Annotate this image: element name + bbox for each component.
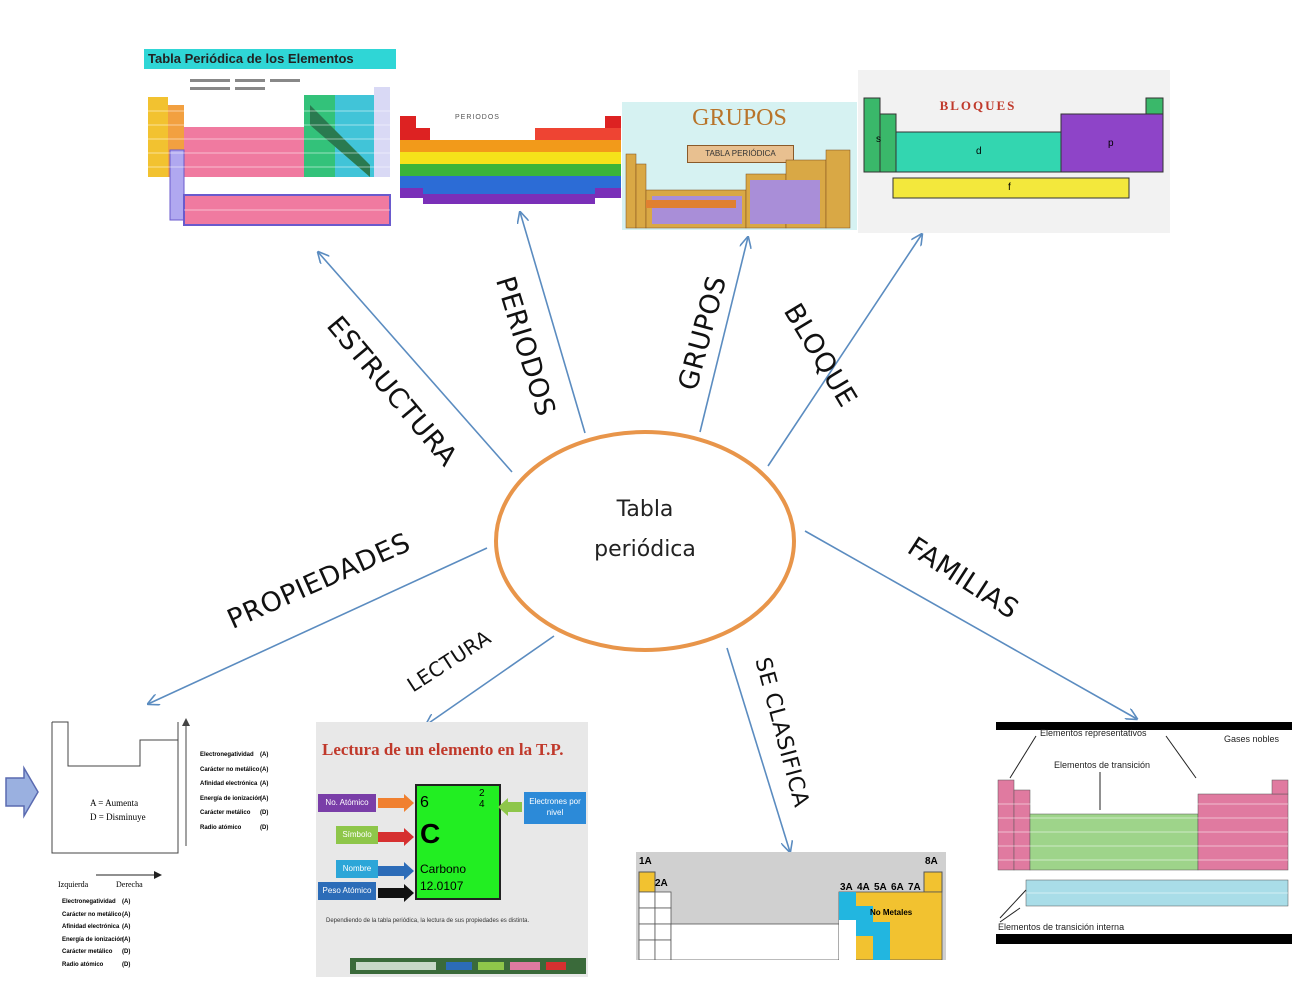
clasifica-5a: 5A [874,882,887,893]
clasifica-4a: 4A [857,882,870,893]
lectura-title: Lectura de un elemento en la T.P. [322,740,564,759]
arrow-lectura [426,635,555,725]
propiedades-list-bottom: Electronegatividad (A) Carácter no metál… [62,896,131,971]
lectura-element-box [415,784,501,900]
propiedades-aumenta: A = Aumenta [90,798,139,808]
arrow-se-clasifica [726,647,790,852]
arrow-grupos [699,237,748,433]
bloques-label-p: p [1108,138,1114,149]
arrow-bloque [767,234,922,467]
lectura-no-atomico: No. Atómico [318,794,376,812]
center-label-line1: Tabla [616,497,674,522]
bloques-image: BLOQUES s d p f [858,70,1170,233]
propiedades-list-right: Electronegatividad (A) Carácter no metál… [200,748,269,835]
center-label-line2: periódica [594,537,696,562]
familias-gases-nobles: Gases nobles [1224,734,1280,744]
estructura-table-graphic [148,79,391,226]
lectura-sym: C [420,818,441,849]
prop-right-row: Radio atómico (D) [200,824,269,831]
familias-table-graphic [996,722,1292,944]
prop-bottom-row: Afinidad electrónica (A) [62,924,131,930]
familias-transicion-interna: Elementos de transición interna [998,922,1125,932]
grupos-subtitle: TABLA PERIÓDICA [687,145,794,163]
periodos-table-graphic [400,116,621,204]
propiedades-disminuye: D = Disminuye [90,812,146,822]
prop-bottom-row: Electronegatividad (A) [62,899,131,905]
arrow-periodos [520,212,586,434]
prop-right-row: Carácter metálico (D) [200,810,269,816]
bloques-table-graphic [863,97,1164,199]
estructura-image: Tabla Periódica de los Elementos [140,45,400,230]
arrow-familias [804,530,1137,719]
lectura-num: 6 [420,794,429,811]
propiedades-image: A = Aumenta D = Disminuye Izquierda Dere… [0,710,290,982]
propiedades-izquierda: Izquierda [58,880,89,889]
clasifica-2a: 2A [655,878,668,889]
prop-bottom-row: Energía de ionización (A) [62,936,131,943]
grupos-table-graphic [625,149,851,229]
prop-right-row: Carácter no metálico (A) [200,766,269,773]
prop-right-row: Electronegatividad (A) [200,752,269,758]
lectura-caption: Dependiendo de la tabla periódica, la le… [326,918,530,924]
lectura-name: Carbono [420,862,467,876]
center-ellipse [494,430,796,652]
bloques-title: BLOQUES [939,98,1017,113]
clasifica-image: 1A 2A 3A 4A 5A 6A 7A 8A No Metales [636,852,946,960]
clasifica-no-metales: No Metales [870,908,913,917]
estructura-title: Tabla Periódica de los Elementos [144,49,396,69]
clasifica-7a: 7A [908,882,921,893]
grupos-image: GRUPOS TABLA PERIÓDICA [622,102,857,230]
clasifica-1a: 1A [639,856,652,867]
periodos-image: PERIODOS [395,88,625,206]
lectura-weight: 12.0107 [420,879,464,893]
lectura-nombre: Nombre [336,860,378,878]
bloques-label-d: d [976,146,982,157]
clasifica-table-graphic [638,871,943,960]
arrow-estructura [318,252,513,473]
arrow-propiedades [148,547,488,704]
clasifica-6a: 6A [891,882,904,893]
prop-bottom-row: Radio atómico (D) [62,961,131,968]
lectura-levels: 2 4 [479,788,485,810]
lectura-peso: Peso Atómico [318,882,376,900]
prop-bottom-row: Carácter no metálico (A) [62,911,131,918]
grupos-title: GRUPOS [692,105,787,131]
clasifica-3a: 3A [840,882,853,893]
familias-representativos: Elementos representativos [1040,728,1147,738]
lectura-image: Lectura de un elemento en la T.P. 6 2 4 … [316,722,588,977]
bloques-label-s: s [876,134,881,145]
propiedades-graphic [5,718,190,879]
prop-bottom-row: Carácter metálico (D) [62,949,131,955]
lectura-electrones: Electrones por nivel [524,792,586,824]
center-label: Tabla periódica [545,490,745,570]
prop-right-row: Energía de ionización (A) [200,795,269,802]
clasifica-8a: 8A [925,856,938,867]
propiedades-derecha: Derecha [116,880,143,889]
bloques-label-f: f [1008,182,1011,193]
familias-image: Elementos representativos Gases nobles E… [996,722,1292,944]
lectura-simbolo: Símbolo [336,826,378,844]
periodos-title: PERIODOS [455,114,500,121]
familias-transicion: Elementos de transición [1054,760,1151,770]
lectura-arrows [350,794,586,974]
prop-right-row: Afinidad electrónica (A) [200,781,269,787]
